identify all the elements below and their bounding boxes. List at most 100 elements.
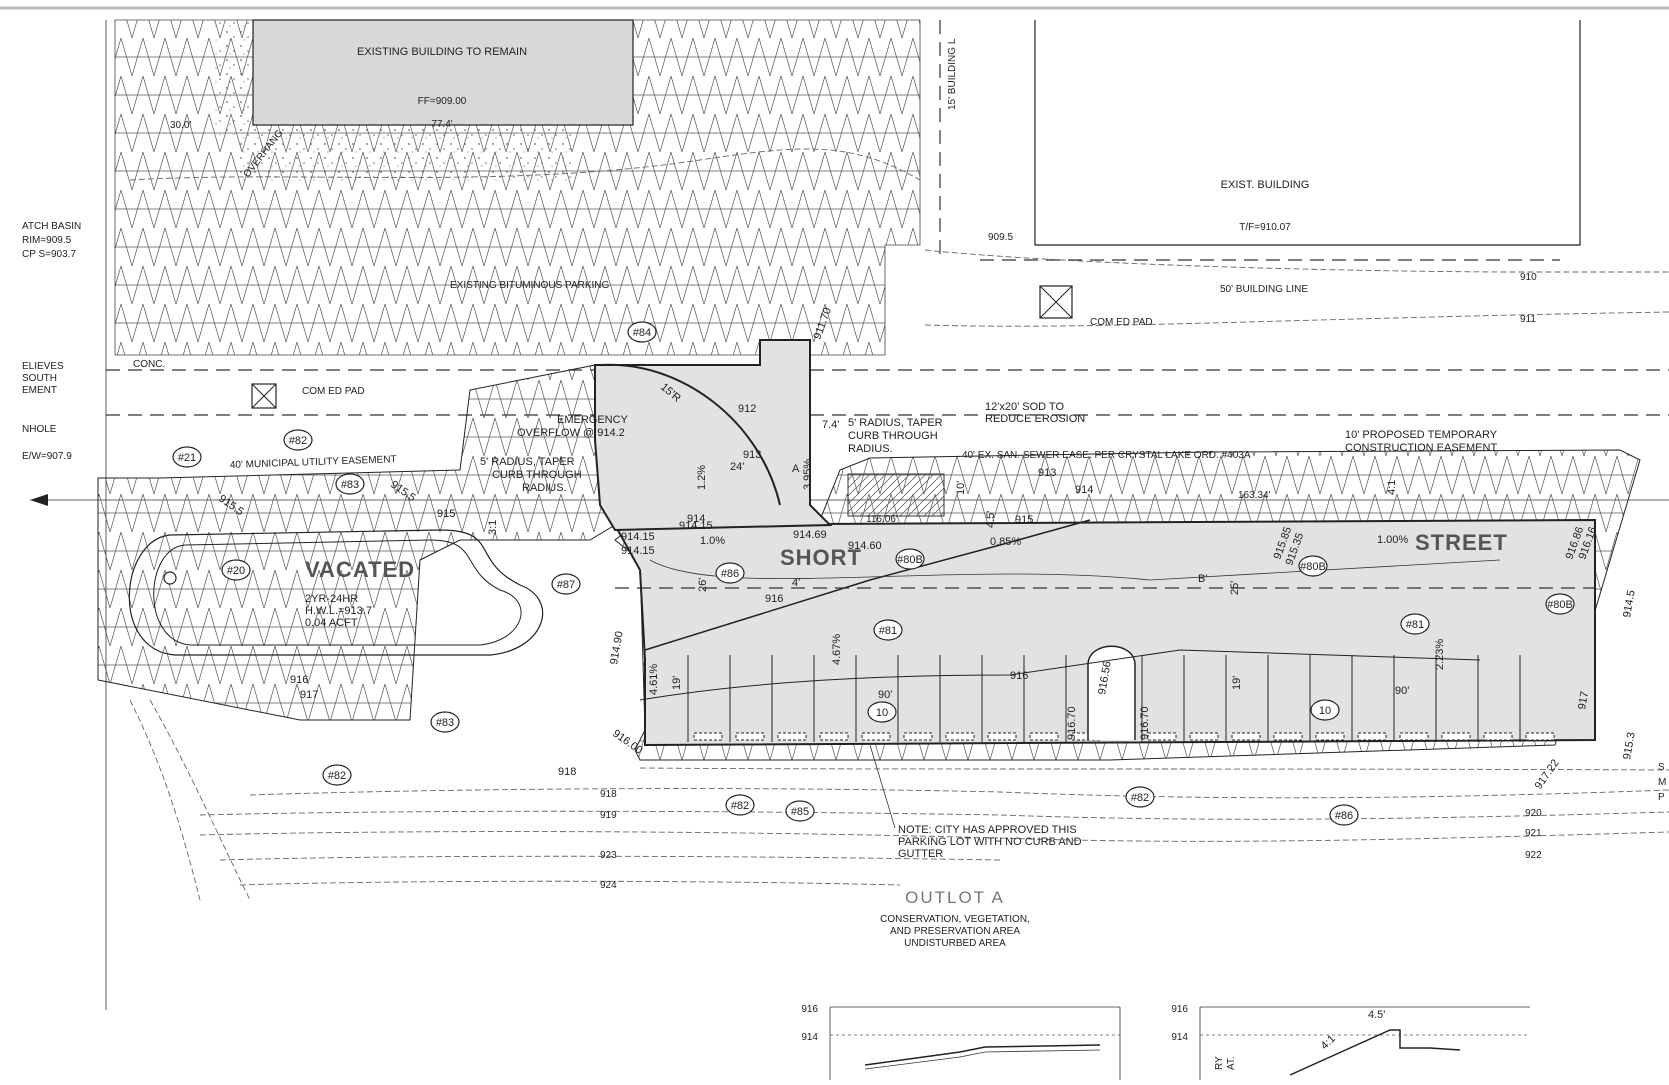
elev-916-56: 916.56 xyxy=(1096,660,1114,695)
elev-924-contour: 924 xyxy=(600,880,617,891)
elev-918-contour: 918 xyxy=(600,789,617,800)
keynote-label: #85 xyxy=(791,806,809,818)
keynote-bubbles: #84#82#83#21#20#87#86#80B#81#83#82#85#82… xyxy=(172,321,1575,826)
elev-913-drive: 913 xyxy=(743,449,761,461)
section-b-label: B' xyxy=(1198,573,1207,585)
elev-914-15-a: 914.15 xyxy=(621,531,655,543)
radius-right-label-1: 5' RADIUS, TAPER xyxy=(848,417,943,429)
slope-3-95: 3.95% xyxy=(802,459,814,490)
elev-923-contour: 923 xyxy=(600,850,617,861)
radius-left-label-3: RADIUS. xyxy=(522,482,567,494)
dim-19-a: 19' xyxy=(671,676,683,690)
slope-3-1: 3:1 xyxy=(487,520,499,535)
dim-26: 26' xyxy=(697,578,709,592)
wheel-stop xyxy=(1189,732,1219,741)
elev-915-west: 915 xyxy=(437,508,455,520)
keynote-bubble xyxy=(430,711,460,733)
profile-left-914: 914 xyxy=(801,1032,818,1043)
keynote-bubble xyxy=(283,429,313,451)
existing-building-label: EXISTING BUILDING TO REMAIN xyxy=(357,46,527,58)
keynote-bubble xyxy=(1298,555,1328,577)
elev-909-5: 909.5 xyxy=(988,232,1013,243)
keynote-label: #81 xyxy=(1406,619,1424,631)
basin-outer-contour xyxy=(128,529,544,656)
wheel-stop xyxy=(693,732,723,741)
edge-label-p: P xyxy=(1658,792,1665,803)
keynote-bubble xyxy=(1400,613,1430,635)
slope-2-23: 2.23% xyxy=(1434,639,1446,670)
keynote-bubble xyxy=(873,619,903,641)
elev-913-east: 913 xyxy=(1038,467,1056,479)
flowline-south xyxy=(639,649,1481,701)
outlot-title: OUTLOT A xyxy=(905,888,1005,907)
keynote-bubble xyxy=(627,321,657,343)
elev-915-3: 915.3 xyxy=(1621,731,1638,760)
slope-1-0: 1.0% xyxy=(700,535,725,547)
emergency-label-1: EMERGENCY xyxy=(557,414,629,426)
profile-right-slope: 4:1 xyxy=(1319,1033,1338,1052)
keynote-label: #84 xyxy=(633,327,651,339)
contour-915-top xyxy=(129,148,921,181)
elev-914-15-b: 914.15 xyxy=(621,545,655,557)
catch-basin-rim: RIM=909.5 xyxy=(22,235,72,246)
radius-left-label-1: 5' RADIUS, TAPER xyxy=(480,456,575,468)
sod-label-2: REDUCE EROSION xyxy=(985,413,1085,425)
keynote-label: #82 xyxy=(1131,792,1149,804)
elev-911: 911 xyxy=(1520,314,1536,325)
keynote-label: #86 xyxy=(1335,810,1353,822)
centerline-arrow-icon xyxy=(30,494,48,506)
keynote-bubble xyxy=(172,446,202,468)
keynote-bubble xyxy=(725,794,755,816)
sewer-easement-label: 40' EX. SAN. SEWER EASE. PER CRYSTAL LAK… xyxy=(962,450,1251,461)
keynote-bubble xyxy=(551,573,581,595)
note-label-3: GUTTER xyxy=(898,848,943,860)
slope-0-85: 0.85% xyxy=(990,536,1021,548)
relieves-label-3: EMENT xyxy=(22,385,57,396)
keynote-label: #81 xyxy=(879,625,897,637)
elev-916-70-a: 916.70 xyxy=(1066,706,1078,740)
slope-1-00: 1.00% xyxy=(1377,534,1408,546)
dim-90-a: 90' xyxy=(878,689,892,701)
dim-116: 116.06' xyxy=(866,514,898,525)
contour-910 xyxy=(924,249,1669,273)
temp-easement-label-1: 10' PROPOSED TEMPORARY xyxy=(1345,429,1498,441)
curb-radius-15 xyxy=(599,363,781,506)
flowline-mid xyxy=(649,559,1501,581)
radius-left-label-2: CURB THROUGH xyxy=(492,469,582,481)
wheel-stop xyxy=(1525,732,1555,741)
keynote-label: #82 xyxy=(731,800,749,812)
wheel-stop xyxy=(987,732,1017,741)
basin-storm-label: 2YR-24HR xyxy=(305,593,358,605)
dim-163: 163.34' xyxy=(1238,490,1271,501)
profile-detail-right: 916 914 RY AT. 4.5' 4:1 xyxy=(1171,1004,1530,1080)
elev-916-basin: 916 xyxy=(290,674,308,686)
keynote-bubble xyxy=(785,800,815,822)
elev-914-5: 914.5 xyxy=(1621,589,1638,618)
manhole-icon xyxy=(163,571,177,585)
contour-922 xyxy=(219,855,1001,861)
building-line-50-label: 50' BUILDING LINE xyxy=(1220,284,1308,295)
com-ed-pad-left-icon xyxy=(251,383,277,409)
catch-basin-label: ATCH BASIN xyxy=(22,221,81,232)
profile-right-side-label: RY xyxy=(1214,1056,1225,1070)
building-line-15-label: 15' BUILDING L xyxy=(947,38,958,110)
wheel-stop xyxy=(945,732,975,741)
wheel-stop xyxy=(1273,732,1303,741)
keynote-label: 10 xyxy=(1319,705,1331,717)
keynote-bubble xyxy=(1329,804,1359,826)
existing-ff-label: FF=909.00 xyxy=(418,96,467,107)
conc-label: CONC. xyxy=(133,359,165,370)
contour-911 xyxy=(924,311,1669,327)
keynote-bubble xyxy=(322,764,352,786)
profile-detail-left: 916 914 xyxy=(801,1004,1121,1080)
elev-921-contour: 921 xyxy=(1525,828,1542,839)
wheel-stop xyxy=(1147,732,1177,741)
elev-916-00: 916.00 xyxy=(610,728,644,757)
profile-right-side-label-2: AT. xyxy=(1226,1056,1237,1070)
sod-label-1: 12'x20' SOD TO xyxy=(985,401,1064,413)
outlot-line-2: AND PRESERVATION AREA xyxy=(890,926,1020,937)
note-label-1: NOTE: CITY HAS APPROVED THIS xyxy=(898,824,1077,836)
emergency-label-2: OVERFLOW @ 914.2 xyxy=(517,427,625,439)
wheel-stop xyxy=(1441,732,1471,741)
